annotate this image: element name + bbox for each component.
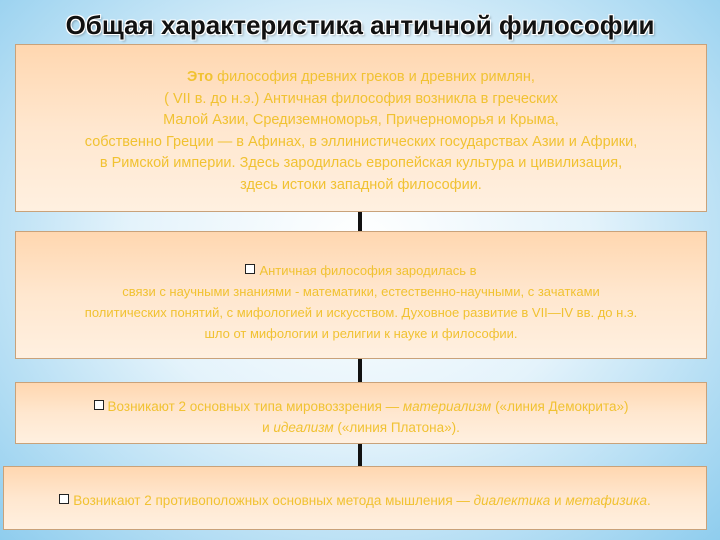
page-title: Общая характеристика античной философии — [65, 10, 655, 40]
definition-line-4: собственно Греции — в Афинах, в эллинист… — [84, 133, 638, 150]
connector-line-1 — [358, 212, 362, 232]
definition-line-3: Малой Азии, Средиземноморья, Причерномор… — [163, 112, 559, 128]
definition-line-6: здесь истоки западной философии. — [240, 176, 482, 193]
idealism-term: идеализм — [273, 420, 334, 435]
origin-line-1-text: Античная философия зародилась в — [259, 263, 477, 278]
definition-line-1-text: философия древних греков и древних римля… — [213, 69, 535, 85]
methods-box: Возникают 2 противоположных основных мет… — [3, 466, 707, 530]
origin-line-3: политических понятий, с мифологией и иск… — [84, 305, 638, 320]
worldview-line-1: Возникают 2 основных типа мировоззрения … — [16, 396, 706, 417]
origin-box: Античная философия зародилась в связи с … — [15, 231, 707, 359]
connector-line-2 — [358, 359, 362, 383]
definition-line-1: Это философия древних греков и древних р… — [16, 67, 706, 89]
origin-line-2: связи с научными знаниями - математики, … — [122, 284, 600, 299]
worldview-box: Возникают 2 основных типа мировоззрения … — [15, 382, 707, 444]
origin-line-4: шло от мифологии и религии к науке и фил… — [204, 326, 518, 341]
methods-text: Возникают 2 противоположных основных мет… — [73, 493, 474, 508]
definition-line-5: в Римской империи. Здесь зародилась евро… — [99, 155, 623, 171]
checkbox-bullet-icon — [93, 400, 104, 410]
definition-lead: Это — [187, 69, 214, 85]
methods-line: Возникают 2 противоположных основных мет… — [4, 490, 706, 511]
worldview-line-1-tail: («линия Демокрита») — [491, 399, 629, 414]
worldview-line-1-text: Возникают 2 основных типа мировоззрения … — [107, 399, 403, 414]
dialectics-term: диалектика — [473, 493, 551, 508]
worldview-line-2-tail: («линия Платона»). — [333, 420, 460, 435]
checkbox-bullet-icon — [245, 264, 256, 274]
worldview-line-2: и идеализм («линия Платона»). — [16, 417, 706, 438]
connector-line-3 — [358, 444, 362, 467]
definition-line-2: ( VII в. до н.э.) Античная философия воз… — [164, 90, 558, 107]
definition-box: Это философия древних греков и древних р… — [15, 44, 707, 212]
worldview-line-2-text: и — [262, 420, 274, 435]
origin-line-1: Античная философия зародилась в — [16, 260, 706, 281]
metaphysics-term: метафизика — [565, 493, 648, 508]
checkbox-bullet-icon — [59, 494, 70, 504]
methods-end: . — [647, 493, 651, 508]
methods-conjunction: и — [550, 493, 566, 508]
materialism-term: материализм — [402, 399, 492, 414]
